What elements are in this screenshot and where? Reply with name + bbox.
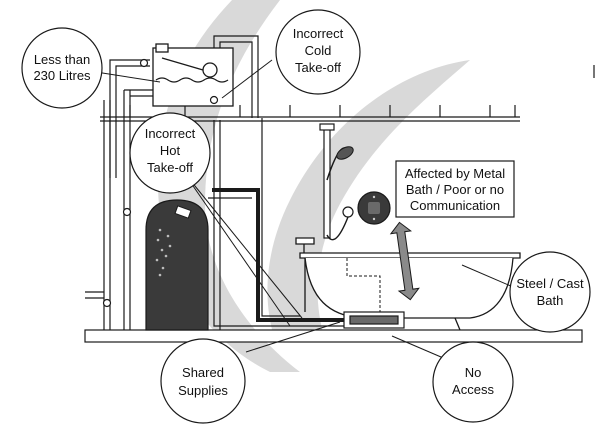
callout-line: Take-off xyxy=(147,160,193,175)
callout-incorrect-cold-take-off: Incorrect Cold Take-off xyxy=(275,9,361,95)
callout-line: Hot xyxy=(160,143,181,158)
leader-lines xyxy=(95,59,521,361)
main-pipework xyxy=(208,118,350,330)
callout-line: Incorrect xyxy=(293,26,344,41)
callout-shared-supplies: Shared Supplies xyxy=(160,338,246,424)
callout-line: Shared xyxy=(182,365,224,380)
callout-line: Supplies xyxy=(178,383,228,398)
callout-steel-cast-bath: Steel / Cast Bath xyxy=(509,251,591,333)
processor-unit xyxy=(343,311,405,329)
callout-affected-by-metal-bath: Affected by Metal Bath / Poor or no Comm… xyxy=(395,160,515,218)
shower-hose xyxy=(326,216,349,241)
callout-line: Incorrect xyxy=(145,126,196,141)
callout-line: Affected by Metal xyxy=(405,166,505,181)
floor-slab xyxy=(84,329,583,343)
valve-icon xyxy=(139,58,149,68)
callout-no-access: No Access xyxy=(432,341,514,423)
callout-line: Steel / Cast xyxy=(516,276,584,291)
valve-icon xyxy=(209,95,219,105)
callout-line: Bath xyxy=(537,293,564,308)
callout-line: No xyxy=(465,365,482,380)
digital-control-icon xyxy=(357,191,391,225)
callout-line: Bath / Poor or no xyxy=(406,182,504,197)
callout-less-than-230-litres: Less than 230 Litres xyxy=(21,27,103,109)
shower-outlet xyxy=(342,206,354,218)
callout-incorrect-hot-take-off: Incorrect Hot Take-off xyxy=(129,112,211,194)
callout-line: Cold xyxy=(305,43,332,58)
valve-icon xyxy=(122,207,132,217)
callout-line: Take-off xyxy=(295,60,341,75)
hot-water-cylinder xyxy=(145,199,209,331)
callout-line: Access xyxy=(452,382,494,397)
cold-water-tank xyxy=(152,43,234,107)
callout-line: Less than xyxy=(34,52,90,67)
callout-line: 230 Litres xyxy=(33,68,91,83)
double-arrow-icon xyxy=(389,221,420,301)
shower-head-icon xyxy=(336,146,354,160)
callout-line: Communication xyxy=(410,198,500,213)
valve-icon xyxy=(102,298,112,308)
